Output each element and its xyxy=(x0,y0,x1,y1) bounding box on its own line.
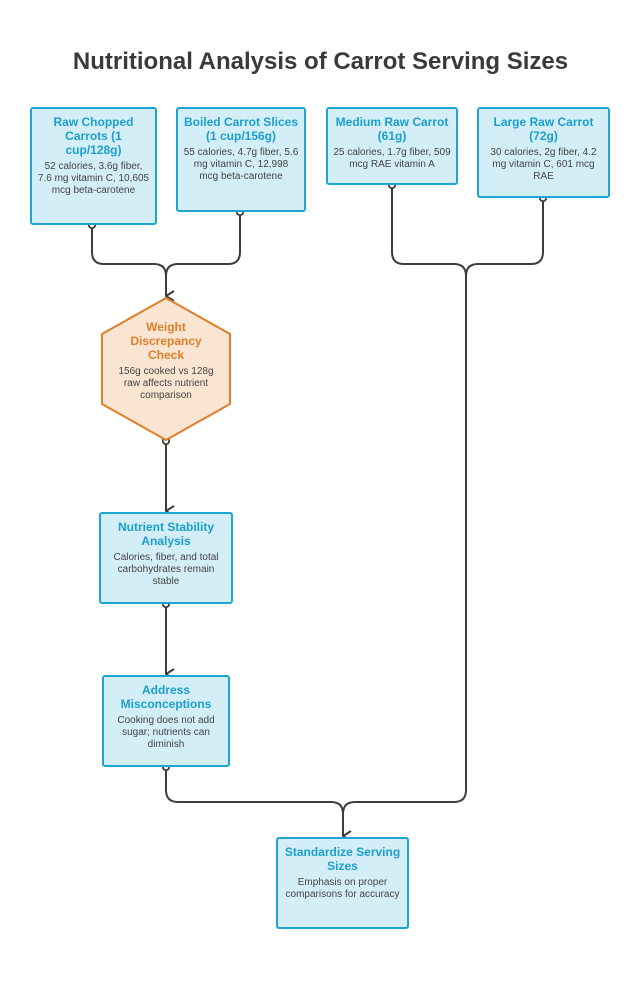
hexagon-weight-discrepancy-check xyxy=(101,297,231,441)
node-title: Boiled Carrot Slices (1 cup/156g) xyxy=(183,115,299,143)
node-title: Standardize Serving Sizes xyxy=(284,845,401,873)
node-description: 30 calories, 2g fiber, 4.2 mg vitamin C,… xyxy=(490,147,597,182)
node-medium-raw-carrot: Medium Raw Carrot (61g) 25 calories, 1.7… xyxy=(326,107,458,185)
node-description: Emphasis on proper comparisons for accur… xyxy=(285,877,400,900)
node-nutrient-stability-analysis: Nutrient Stability Analysis Calories, fi… xyxy=(99,512,233,604)
node-title: Nutrient Stability Analysis xyxy=(117,520,214,548)
node-description: 25 calories, 1.7g fiber, 509 mcg RAE vit… xyxy=(333,147,451,170)
connector-raw-to-check xyxy=(91,225,166,296)
node-title: Address Misconceptions xyxy=(120,683,212,711)
node-title: Raw Chopped Carrots (1 cup/128g) xyxy=(53,115,134,157)
node-description: 52 calories, 3.6g fiber, 7.6 mg vitamin … xyxy=(37,161,150,196)
connector-medium-to-merge xyxy=(342,185,467,836)
node-description: 55 calories, 4.7g fiber, 5.6 mg vitamin … xyxy=(183,147,299,182)
node-large-raw-carrot: Large Raw Carrot (72g) 30 calories, 2g f… xyxy=(477,107,610,198)
node-title: Medium Raw Carrot (61g) xyxy=(335,115,449,143)
connector-misconceptions-to-standardize xyxy=(165,767,344,836)
node-address-misconceptions: Address Misconceptions Cooking does not … xyxy=(102,675,230,767)
hexagon-label: Weight Discrepancy Check 156g cooked vs … xyxy=(115,320,217,402)
node-title: Large Raw Carrot (72g) xyxy=(493,115,594,143)
node-boiled-carrot-slices: Boiled Carrot Slices (1 cup/156g) 55 cal… xyxy=(176,107,306,212)
connector-large-to-merge xyxy=(465,198,544,277)
node-description: Cooking does not add sugar; nutrients ca… xyxy=(117,715,215,750)
node-description: 156g cooked vs 128g raw affects nutrient… xyxy=(118,366,214,401)
node-standardize-serving-sizes: Standardize Serving Sizes Emphasis on pr… xyxy=(276,837,409,929)
node-title: Weight Discrepancy Check xyxy=(130,320,202,362)
diagram-title: Nutritional Analysis of Carrot Serving S… xyxy=(72,48,569,75)
connector-boiled-to-check xyxy=(165,212,241,296)
node-description: Calories, fiber, and total carbohydrates… xyxy=(113,552,219,587)
node-raw-chopped-carrots: Raw Chopped Carrots (1 cup/128g) 52 calo… xyxy=(30,107,157,225)
